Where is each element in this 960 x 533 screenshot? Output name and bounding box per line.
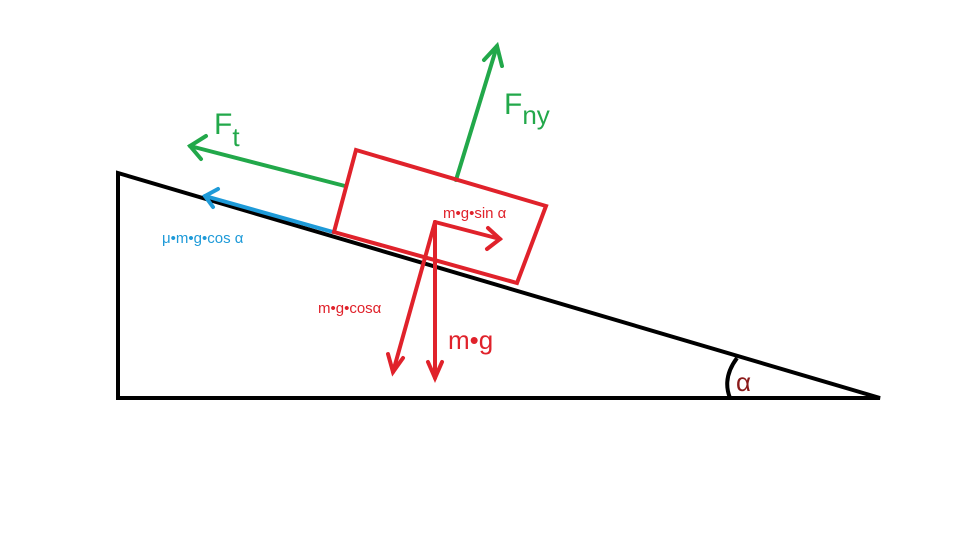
perpendicular-component-arrow	[386, 220, 437, 377]
normal-force-arrow	[454, 41, 504, 182]
block	[331, 147, 549, 286]
perpendicular-component-label: m•g•cosα	[318, 300, 382, 317]
friction-force-symbol: F	[214, 108, 232, 141]
normal-force-subscript: ny	[522, 100, 549, 130]
normal-force-symbol: F	[504, 88, 522, 121]
friction-force-label: Ft	[214, 108, 240, 152]
weight-label: m•g	[448, 325, 493, 355]
friction-formula-label: μ•m•g•cos α	[162, 230, 244, 247]
friction-force-subscript: t	[232, 122, 240, 152]
parallel-component-label: m•g•sin α	[443, 205, 507, 222]
weight-arrow	[426, 220, 444, 383]
parallel-component-arrow	[433, 220, 504, 251]
normal-force-label: Fny	[504, 88, 550, 130]
friction-component-arrow	[202, 187, 335, 234]
friction-force-arrow	[186, 134, 347, 188]
angle-label: α	[736, 367, 751, 397]
angle-arc	[725, 356, 739, 399]
incline-triangle	[116, 170, 881, 400]
